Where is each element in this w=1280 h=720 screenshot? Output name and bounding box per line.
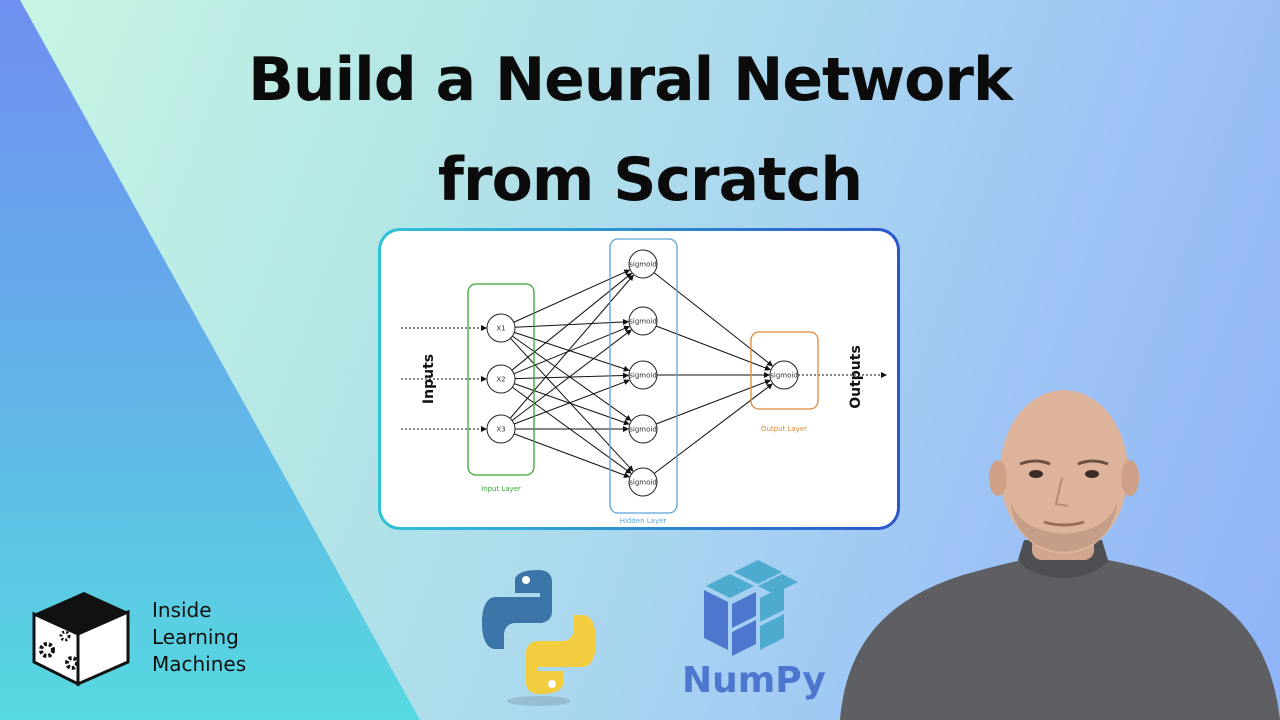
edge-input-3-hidden-2 xyxy=(511,329,632,421)
inputs-label: Inputs xyxy=(421,354,437,404)
hidden-node-3-label: sigmoid xyxy=(629,372,657,380)
edge-input-1-hidden-3 xyxy=(514,331,630,372)
hidden-node-5-label: sigmoid xyxy=(629,479,657,487)
edge-input-3-hidden-5 xyxy=(513,433,630,478)
presenter-photo xyxy=(840,390,1280,720)
output-layer-label: Output Layer xyxy=(761,425,807,433)
numpy-cube-icon xyxy=(704,560,798,656)
edge-input-1-hidden-1 xyxy=(513,269,631,323)
input-node-3-label: X3 xyxy=(496,426,505,434)
page-title-line-2: from Scratch xyxy=(437,145,863,215)
input-node-2: X2 xyxy=(486,364,516,394)
hidden-layer-label: Hidden Layer xyxy=(620,517,667,525)
output-node-1: sigmoid xyxy=(769,360,799,390)
input-node-3: X3 xyxy=(486,414,516,444)
edge-hidden-2-output-1 xyxy=(655,325,771,371)
input-node-1-label: X1 xyxy=(496,325,505,333)
hidden-node-4: sigmoid xyxy=(628,414,658,444)
cube-gears-icon xyxy=(32,592,130,687)
edge-input-2-hidden-5 xyxy=(512,386,632,474)
edge-hidden-5-output-1 xyxy=(653,383,773,474)
hidden-layer-box xyxy=(609,238,678,514)
input-layer-box xyxy=(467,283,535,476)
hidden-node-3: sigmoid xyxy=(628,360,658,390)
input-layer-label: Input Layer xyxy=(481,485,521,493)
brand-line-3: Machines xyxy=(152,652,247,676)
input-node-1: X1 xyxy=(486,313,516,343)
python-logo-icon xyxy=(482,570,596,706)
output-layer-box xyxy=(750,331,819,410)
hidden-node-2: sigmoid xyxy=(628,306,658,336)
edge-input-3-hidden-1 xyxy=(509,274,634,419)
edge-hidden-1-output-1 xyxy=(653,272,773,367)
input-node-2-label: X2 xyxy=(496,376,505,384)
edge-input-2-hidden-2 xyxy=(513,325,631,375)
edge-input-2-hidden-1 xyxy=(511,272,633,371)
brand-name: Inside Learning Machines xyxy=(152,597,246,678)
edge-hidden-4-output-1 xyxy=(655,379,771,425)
brand-line-1: Inside xyxy=(152,598,212,622)
edge-input-1-hidden-5 xyxy=(510,337,634,472)
edge-input-1-hidden-4 xyxy=(512,335,632,421)
hidden-node-1-label: sigmoid xyxy=(629,261,657,269)
output-node-1-label: sigmoid xyxy=(770,372,798,380)
hidden-node-5: sigmoid xyxy=(628,467,658,497)
hidden-node-4-label: sigmoid xyxy=(629,426,657,434)
numpy-wordmark: NumPy xyxy=(682,660,826,701)
edge-input-1-hidden-2 xyxy=(514,318,630,328)
outputs-label: Outputs xyxy=(848,345,864,409)
hidden-node-1: sigmoid xyxy=(628,249,658,279)
brand-line-2: Learning xyxy=(152,625,239,649)
hidden-node-2-label: sigmoid xyxy=(629,318,657,326)
page-title-line-1: Build a Neural Network xyxy=(248,45,1013,115)
